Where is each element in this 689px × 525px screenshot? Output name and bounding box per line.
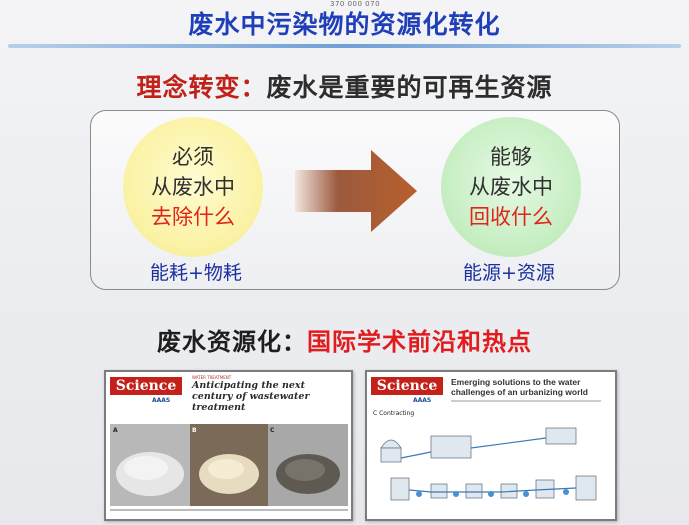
recover-circle: 能够 从废水中 回收什么	[441, 117, 581, 257]
science-logo: Science	[110, 377, 182, 395]
remove-line-2: 从废水中	[151, 175, 235, 199]
subheading-prefix: 废水资源化：	[157, 328, 307, 356]
subheading: 废水资源化：国际学术前沿和热点	[0, 322, 689, 357]
material-photos	[110, 424, 348, 506]
title-divider	[8, 44, 681, 48]
aaas-logo: AAAS	[413, 397, 432, 404]
caption-lines	[110, 509, 348, 511]
aaas-logo: AAAS	[152, 397, 171, 404]
subheading-main: 国际学术前沿和热点	[307, 328, 532, 356]
slide-title: 废水中污染物的资源化转化	[188, 10, 501, 39]
science-article-card-2[interactable]: Science AAAS Emerging solutions to the w…	[365, 370, 617, 521]
remove-line-3: 去除什么	[151, 205, 235, 229]
headline-main: 废水是重要的可再生资源	[266, 73, 553, 102]
figure-label: C Contracting	[373, 410, 415, 417]
figure-label-b: B	[192, 427, 197, 434]
authors-line	[451, 400, 601, 402]
recover-line-3: 回收什么	[469, 205, 553, 229]
article-kicker: WATER TREATMENT	[192, 375, 232, 380]
figure-label-a: A	[113, 427, 118, 434]
science-article-card-1[interactable]: Science AAAS WATER TREATMENT Anticipatin…	[104, 370, 353, 521]
remove-circle: 必须 从废水中 去除什么	[123, 117, 263, 257]
article-title: Anticipating the next century of wastewa…	[192, 380, 310, 413]
science-logo: Science	[371, 377, 443, 395]
recover-line-2: 从废水中	[469, 175, 553, 199]
headline-prefix: 理念转变：	[136, 73, 267, 102]
figure-label-c: C	[270, 427, 275, 434]
slide-code-text: 370 000 070	[330, 0, 381, 8]
article-title: Emerging solutions to the water challeng…	[451, 377, 588, 397]
headline: 理念转变：废水是重要的可再生资源	[0, 68, 689, 104]
remove-line-1: 必须	[172, 145, 214, 169]
transition-arrow-icon	[295, 150, 417, 232]
remove-caption: 能耗+物耗	[150, 262, 242, 284]
urban-water-diagram	[380, 427, 597, 501]
recover-caption: 能源+资源	[463, 262, 555, 284]
recover-line-1: 能够	[490, 145, 532, 169]
